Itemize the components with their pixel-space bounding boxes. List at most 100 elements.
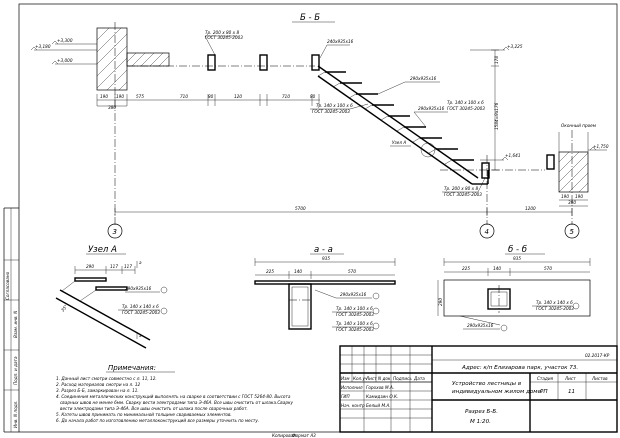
- aa-pipe-b-gost: ГОСТ 30245-2003: [336, 327, 374, 332]
- dim-vert-178: 178: [494, 56, 499, 64]
- note-4: 4. Соединения металлических конструкций …: [56, 394, 291, 399]
- stamp-code: 02.2017-КР: [585, 353, 610, 358]
- elev-3000: +3,000: [57, 58, 73, 63]
- section-bb-small: б - б 935 225 140 570 290 Тр. 140 х 140 …: [437, 245, 591, 332]
- note-4c: вести электродами типа Э-46А. Все швы оч…: [60, 406, 248, 411]
- aa-pipe-a-gost: ГОСТ 30245-2003: [336, 312, 374, 317]
- dim-710-a: 710: [180, 94, 188, 99]
- stamp-format: Формат А3: [292, 433, 316, 438]
- elev-1750: +1,750: [593, 144, 609, 149]
- left-wall: [96, 27, 128, 91]
- stamp-stage: РП: [540, 389, 548, 395]
- dim-710-b: 710: [282, 94, 290, 99]
- node-a-cut-top: а: [139, 260, 142, 265]
- node-a-cut-bottom: а: [139, 333, 142, 338]
- role-executor: Исполнил: [341, 385, 363, 390]
- note-3: 3. Разрез Б-Б, замаркирован на л. 11.: [56, 388, 139, 393]
- section-bb: Б - Б +3,300 +3,180 +3,000: [30, 13, 609, 239]
- node-a-dim-290: 290: [86, 264, 94, 269]
- joist-section-2: [259, 54, 268, 71]
- dim-5700: 5700: [295, 206, 306, 211]
- notes-title: Примечания:: [108, 364, 156, 372]
- aa-step-plate: [254, 280, 396, 285]
- node-a-step-1: [74, 277, 107, 282]
- node-a-dim-117a: 117: [110, 264, 118, 269]
- stamp-project-1: Устройство лестницы в: [452, 381, 521, 387]
- node-a-step-label: 290х935х16: [125, 286, 152, 291]
- strip-replace: Взам. инв. N: [13, 310, 18, 338]
- section-aa-title: а - а: [314, 245, 333, 255]
- dim-1200: 1200: [525, 206, 536, 211]
- role-gip: ГИП: [341, 394, 350, 399]
- node-a-detail: Узел А 290 117 117 а 35° 290х935х16 Тр. …: [55, 245, 168, 349]
- dim-380: 380: [108, 105, 116, 110]
- elev-3180: +3,180: [35, 44, 51, 49]
- axis-bubble-4: [479, 223, 495, 239]
- dim-575: 575: [136, 94, 144, 99]
- stamp-sheet-hdr: Лист: [564, 376, 576, 381]
- aa-dim-935: 935: [322, 256, 330, 261]
- section-bb-small-title: б - б: [508, 245, 527, 255]
- axis-label-5: 5: [570, 228, 575, 236]
- floor-slab: [126, 52, 170, 67]
- bbs-plate-outline: [443, 279, 591, 317]
- name-control: Белый М.А.: [366, 403, 391, 408]
- dim-120: 120: [234, 94, 242, 99]
- joist-section-3: [311, 54, 320, 71]
- pipe-bottom-gost: ГОСТ 30245-2003: [444, 192, 482, 197]
- role-control: Нач. контр: [341, 403, 365, 408]
- stamp-copied: Копировал: [272, 433, 296, 438]
- name-executor: Горохов М.А.: [366, 385, 394, 390]
- pipe-bottom-label: Тр. 200 х 80 х 8: [444, 186, 478, 191]
- bbs-dim-225: 225: [462, 266, 470, 271]
- pipe-mid-gost: ГОСТ 30245-2003: [312, 109, 350, 114]
- sheet-frame: [18, 3, 618, 433]
- hdr-kol: Кол.уч: [353, 376, 368, 381]
- stair-stringer: [317, 65, 489, 185]
- bbs-step-label: 290х935х16: [467, 323, 494, 328]
- hdr-date: Дата: [413, 376, 425, 381]
- dim-190-a: 190: [100, 94, 108, 99]
- window-opening-label: Оконный проем: [561, 123, 596, 128]
- bbs-side-290: 290: [438, 298, 443, 306]
- bbs-dim-935: 935: [513, 256, 521, 261]
- stamp-sheets-hdr: Листов: [591, 376, 608, 381]
- dim-190-b: 190: [116, 94, 124, 99]
- note-1: 1. Данный лист смотри совместно с л. 11,…: [56, 376, 157, 381]
- aa-dim-140: 140: [294, 269, 302, 274]
- dim-br-380: 380: [568, 200, 576, 205]
- node-a-step-2: [95, 286, 128, 291]
- dim-80-b: 80: [310, 94, 316, 99]
- aa-dim-570: 570: [348, 269, 356, 274]
- stamp-address: Адрес: к/п Елизарова парк, участок 73.: [461, 365, 578, 371]
- elev-3300: +3,300: [57, 38, 73, 43]
- pipe-right-gost: ГОСТ 30245-2003: [447, 106, 485, 111]
- joist-section-bottom: [481, 162, 490, 179]
- section-bb-title: Б - Б: [300, 13, 320, 23]
- joist-section-right: [546, 154, 555, 170]
- node-a-stringer: [59, 289, 151, 341]
- node-a-angle: 35°: [60, 304, 69, 313]
- stamp-scale: М 1:20.: [470, 419, 491, 425]
- elev-3225: +3,225: [507, 44, 523, 49]
- bbs-dim-570: 570: [544, 266, 552, 271]
- dim-80-a: 80: [208, 94, 214, 99]
- stamp-sheet-title: Разрез Б-Б.: [465, 409, 498, 415]
- dim-br-190-a: 190: [561, 194, 569, 199]
- dim-vert-1584: 1584=9x176: [494, 102, 499, 130]
- bbs-dim-140: 140: [493, 266, 501, 271]
- node-a-dim-117b: 117: [124, 264, 132, 269]
- hdr-sign: Подпись: [393, 376, 412, 381]
- pipe-top-label: Тр. 200 х 80 х 8: [205, 30, 239, 35]
- pipe-right-label: Тр. 140 х 100 х 6: [447, 100, 484, 105]
- dim-br-190-b: 190: [575, 194, 583, 199]
- note-5: 5. Катеты швов принимать по минимальной …: [56, 412, 232, 417]
- hdr-izm: Изм: [341, 376, 350, 381]
- node-a-label: Узел А: [392, 140, 406, 145]
- axis-bubble-5: [564, 223, 580, 239]
- stamp-sheet: 11: [568, 389, 575, 395]
- bbs-pipe-gost: ГОСТ 30245-2003: [536, 306, 574, 311]
- node-a-pipe: Тр. 140 х 140 х 6: [122, 304, 159, 309]
- note-6: 6. До начала работ по изготовлению метал…: [56, 418, 259, 423]
- aa-step-label: 290х935х16: [340, 292, 367, 297]
